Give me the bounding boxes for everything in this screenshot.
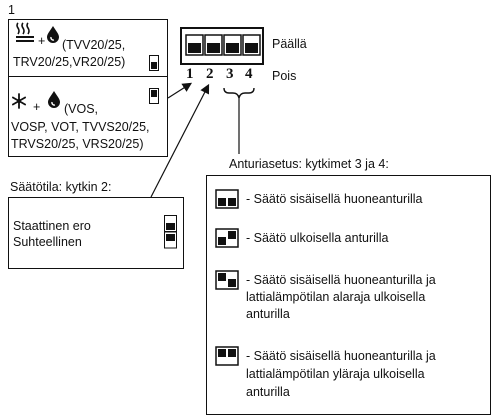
sensor-option-3-line1: - Säätö sisäisellä huoneanturilla ja <box>246 273 436 287</box>
figure-number: 1 <box>8 3 15 17</box>
water-drop-icon-2 <box>47 90 61 108</box>
box1-line2: TRV20/25,VR20/25) <box>13 55 126 69</box>
sensor-option-4-line3: anturilla <box>246 385 290 399</box>
control-mode-heading: Säätötila: kytkin 2: <box>10 180 112 194</box>
product-box <box>8 19 168 157</box>
control-mode-box <box>8 197 184 269</box>
plus-sign-2: + <box>33 100 41 114</box>
on-label: Päällä <box>272 37 307 51</box>
box2-line1: (VOS, <box>64 102 99 116</box>
sensor-option-2-text: - Säätö ulkoisella anturilla <box>246 231 389 245</box>
sensor-option-4-icon <box>215 346 239 366</box>
sensor-setting-heading: Anturiasetus: kytkimet 3 ja 4: <box>229 157 389 171</box>
dip-switch-icon <box>180 27 264 65</box>
sensor-option-3-icon <box>215 270 239 290</box>
sensor-option-1-icon <box>215 189 239 209</box>
water-drop-icon <box>46 25 60 43</box>
off-label: Pois <box>272 69 297 83</box>
dip-switch-number-4: 4 <box>245 66 253 82</box>
sensor-option-2-icon <box>215 228 239 248</box>
sensor-option-3-line2: lattialämpötilan alaraja ulkoisella <box>246 290 426 304</box>
switch-position-icon <box>149 55 159 71</box>
box2-line2: VOSP, VOT, TVVS20/25, <box>11 120 150 134</box>
sensor-option-1-text: - Säätö sisäisellä huoneanturilla <box>246 192 423 206</box>
switch-position-icon-2 <box>149 88 159 104</box>
dip-switch-number-3: 3 <box>226 66 234 82</box>
dip-switch-number-2: 2 <box>206 66 214 82</box>
sensor-option-4-line2: lattialämpötilan yläraja ulkoisella <box>246 367 425 381</box>
box1-line1: (TVV20/25, <box>62 38 126 52</box>
box2-line3: TRVS20/25, VRS20/25) <box>11 137 144 151</box>
plus-sign: + <box>38 34 46 48</box>
dip-switch-number-1: 1 <box>186 66 194 82</box>
sensor-setting-box <box>206 175 491 415</box>
heating-icon <box>15 22 37 44</box>
control-mode-static: Staattinen ero <box>13 219 91 233</box>
snowflake-icon <box>11 93 27 109</box>
product-divider <box>9 76 167 77</box>
sensor-option-4-line1: - Säätö sisäisellä huoneanturilla ja <box>246 349 436 363</box>
control-mode-relative: Suhteellinen <box>13 235 82 249</box>
sensor-option-3-line3: anturilla <box>246 307 290 321</box>
mode-switch-icon <box>164 215 177 249</box>
